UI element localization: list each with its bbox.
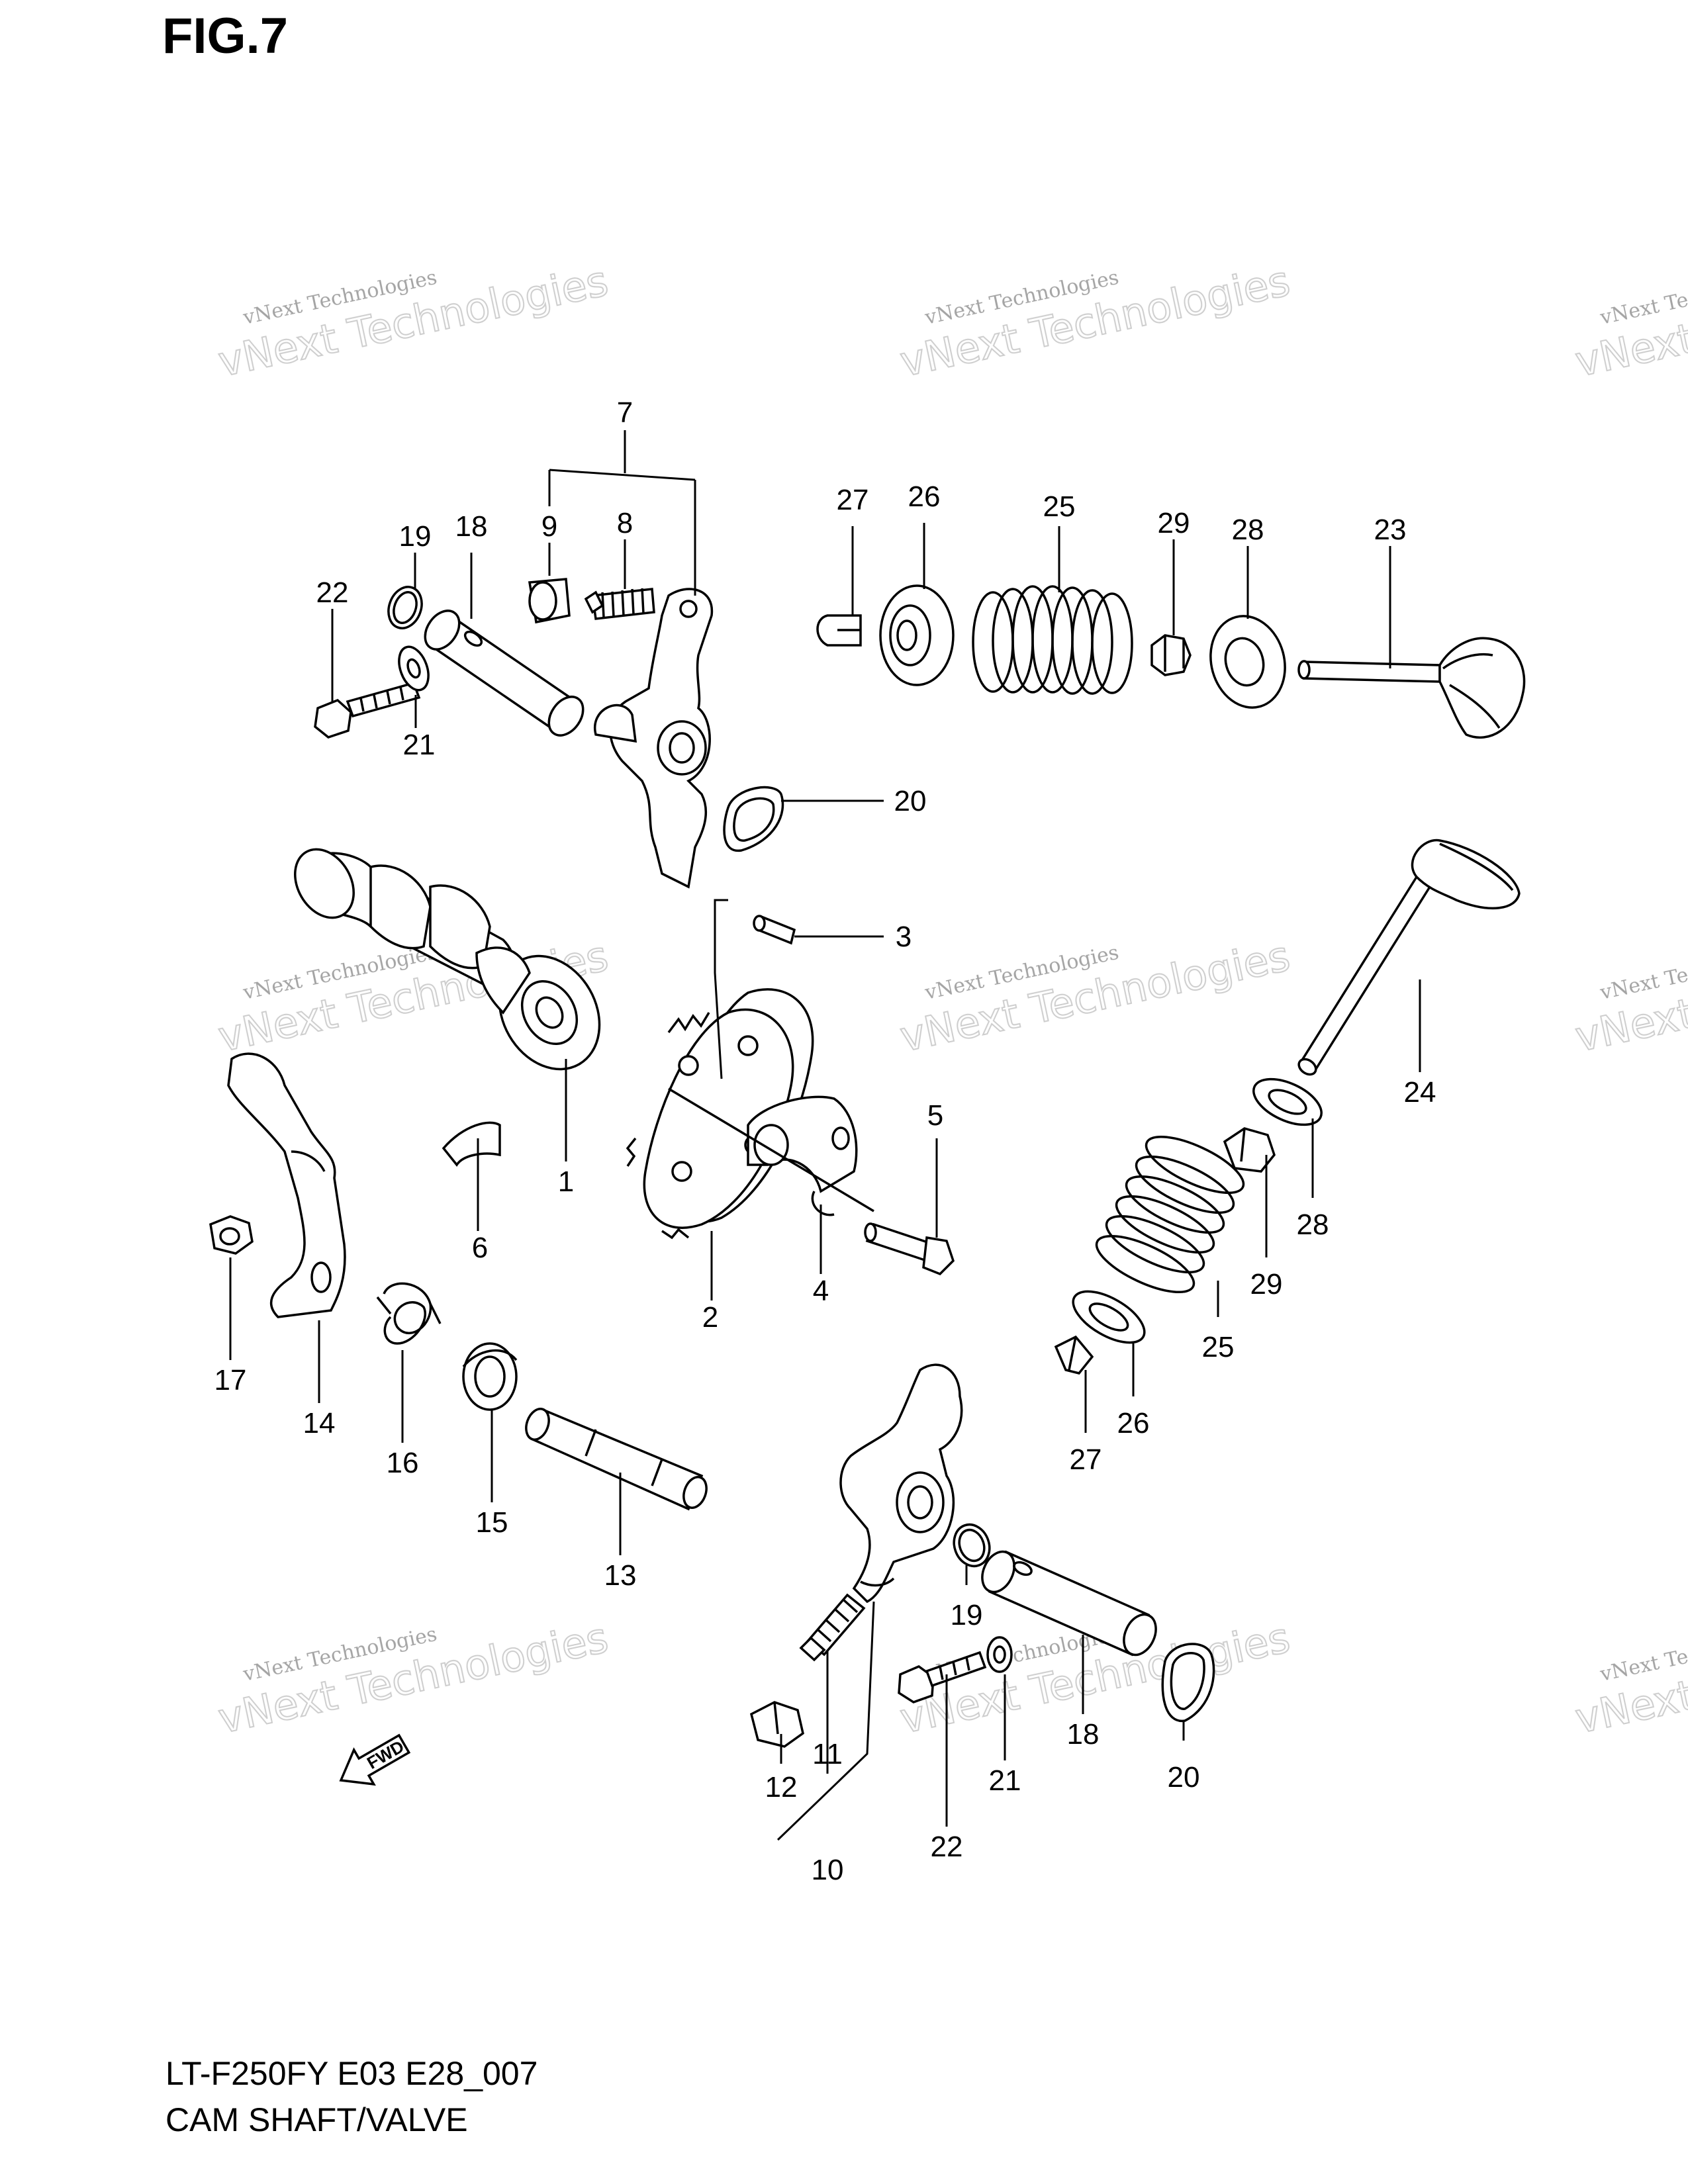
footer-model-code: LT-F250FY E03 E28_007 [165, 2055, 538, 2092]
callout-27-lower: 27 [1070, 1443, 1102, 1476]
part-25-valve-spring-lower [1095, 1135, 1245, 1294]
part-15-bearing [462, 1342, 518, 1411]
watermark: vNext Technologies vNext Technologies [1571, 1613, 1688, 1744]
callout-25-lower: 25 [1202, 1331, 1235, 1363]
part-28-spring-seat-upper [1209, 615, 1286, 709]
callout-27: 27 [837, 484, 869, 516]
callout-26: 26 [908, 480, 941, 513]
part-19-oring-upper [387, 586, 423, 629]
part-16-spring [376, 1282, 442, 1345]
footer-section-name: CAM SHAFT/VALVE [165, 2101, 468, 2138]
callout-18-lower: 18 [1067, 1718, 1100, 1751]
callout-8: 8 [617, 507, 633, 539]
callout-6: 6 [472, 1232, 488, 1264]
callout-23: 23 [1374, 514, 1407, 546]
part-14-decomp-lever [227, 1052, 346, 1318]
part-27-cotter-upper [816, 614, 862, 647]
part-6-clip [442, 1121, 501, 1167]
callout-20-lower: 20 [1168, 1761, 1200, 1794]
callout-15: 15 [476, 1506, 508, 1539]
callout-28-lower: 28 [1297, 1208, 1329, 1241]
callout-14: 14 [303, 1407, 336, 1439]
watermark: vNext Technologies vNext Technologies [896, 256, 1295, 387]
part-12-nut-lower [749, 1701, 804, 1748]
part-9-adjuster-pad [528, 578, 571, 624]
part-29-stem-seal-upper [1150, 634, 1192, 676]
callout-labels: 1 2 3 4 5 6 7 8 9 10 11 12 13 14 15 16 1… [214, 396, 1436, 1886]
part-26-retainer-lower [1072, 1290, 1146, 1344]
leader-lines [229, 430, 1421, 1841]
part-8-adjuster-screw [584, 588, 655, 620]
part-22-bolt-upper [314, 681, 421, 739]
leader-3-bracket [714, 899, 728, 1079]
callout-21: 21 [403, 729, 436, 761]
part-21-washer-upper [398, 645, 430, 692]
part-13-decomp-shaft [525, 1408, 708, 1511]
part-26-retainer-upper [879, 584, 955, 686]
part-25-valve-spring-upper [972, 585, 1133, 695]
watermark: vNext Technologies vNext Technologies [896, 931, 1295, 1062]
fwd-arrow: FWD [339, 1733, 411, 1786]
callout-7: 7 [617, 396, 633, 429]
callout-19-lower: 19 [951, 1599, 983, 1631]
watermark: vNext Technologies vNext Technologies [1571, 931, 1688, 1062]
callout-22-lower: 22 [931, 1831, 963, 1863]
callout-9: 9 [541, 510, 557, 543]
callout-10: 10 [812, 1854, 844, 1886]
callout-16: 16 [387, 1447, 419, 1479]
part-28-spring-seat-lower [1252, 1077, 1323, 1126]
figure-title: FIG.7 [162, 8, 288, 64]
callout-3: 3 [896, 921, 912, 953]
callout-28: 28 [1232, 514, 1264, 546]
callout-11: 11 [812, 1738, 843, 1770]
part-27-cotter-lower [1054, 1335, 1094, 1375]
part-7-rocker-arm-upper [593, 588, 714, 889]
callout-19: 19 [399, 520, 432, 553]
part-17-nut [209, 1215, 254, 1255]
callout-25: 25 [1043, 490, 1076, 523]
part-4-bracket [668, 1087, 874, 1216]
watermark: vNext Technologies vNext Technologies [214, 1613, 613, 1744]
watermark: vNext Technologies vNext Technologies [1571, 256, 1688, 387]
part-20-gasket-upper [723, 786, 784, 852]
callout-24: 24 [1404, 1076, 1436, 1109]
part-22-bolt-lower [898, 1651, 987, 1704]
callout-2: 2 [702, 1301, 718, 1334]
part-5-sprocket-bolt [864, 1222, 955, 1276]
callout-26-lower: 26 [1117, 1407, 1150, 1439]
part-1-camshaft [294, 848, 601, 1071]
part-24-intake-valve [1297, 839, 1521, 1076]
callout-18: 18 [455, 510, 488, 543]
watermark: vNext Technologies vNext Technologies [214, 256, 613, 387]
callout-4: 4 [813, 1275, 829, 1307]
part-18-rocker-shaft-lower [981, 1550, 1157, 1657]
callout-1: 1 [558, 1165, 574, 1198]
part-2-cam-sprocket [626, 988, 814, 1240]
part-19-oring-lower [953, 1523, 991, 1568]
part-21-washer-lower [986, 1636, 1013, 1673]
callout-5: 5 [927, 1099, 943, 1132]
part-23-exhaust-valve [1297, 637, 1526, 739]
callout-22: 22 [316, 576, 349, 609]
part-11-adjuster-screw-lower [799, 1593, 866, 1662]
callout-20: 20 [894, 785, 927, 817]
part-10-rocker-arm-lower [839, 1363, 963, 1604]
callout-29: 29 [1158, 507, 1190, 539]
part-20-gasket-lower [1161, 1643, 1215, 1722]
callout-13: 13 [604, 1559, 637, 1592]
part-18-rocker-shaft-upper [424, 610, 585, 737]
callout-17: 17 [214, 1364, 247, 1396]
callout-21-lower: 21 [989, 1764, 1021, 1797]
callout-29-lower: 29 [1250, 1268, 1283, 1300]
callout-12: 12 [765, 1771, 798, 1803]
part-3-pin [753, 915, 796, 945]
